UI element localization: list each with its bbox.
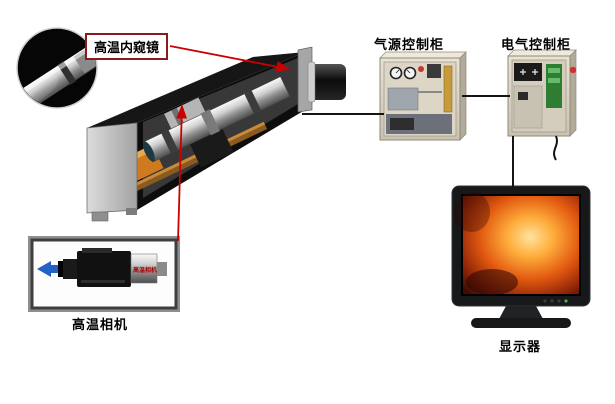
camera-label: 高温相机 — [72, 317, 129, 332]
camera-photo: 高温相机 — [28, 236, 180, 312]
air-cabinet-label: 气源控制柜 — [374, 37, 445, 52]
air-control-cabinet — [379, 51, 467, 141]
endoscope-label: 高温内窥镜 — [85, 33, 169, 60]
pointer-endoscope-label — [169, 45, 291, 72]
machine-scope-tube — [142, 76, 291, 163]
monitor — [451, 185, 591, 328]
connections — [169, 45, 514, 242]
machine-eyepiece — [307, 61, 346, 103]
electric-control-cabinet — [507, 49, 577, 161]
camera-body-label: 高温相机 — [133, 266, 157, 274]
endoscope-machine — [86, 46, 346, 222]
electric-cabinet-label: 电气控制柜 — [501, 37, 572, 52]
monitor-label: 显示器 — [499, 339, 542, 354]
connector-camera-to-machine — [176, 104, 188, 242]
